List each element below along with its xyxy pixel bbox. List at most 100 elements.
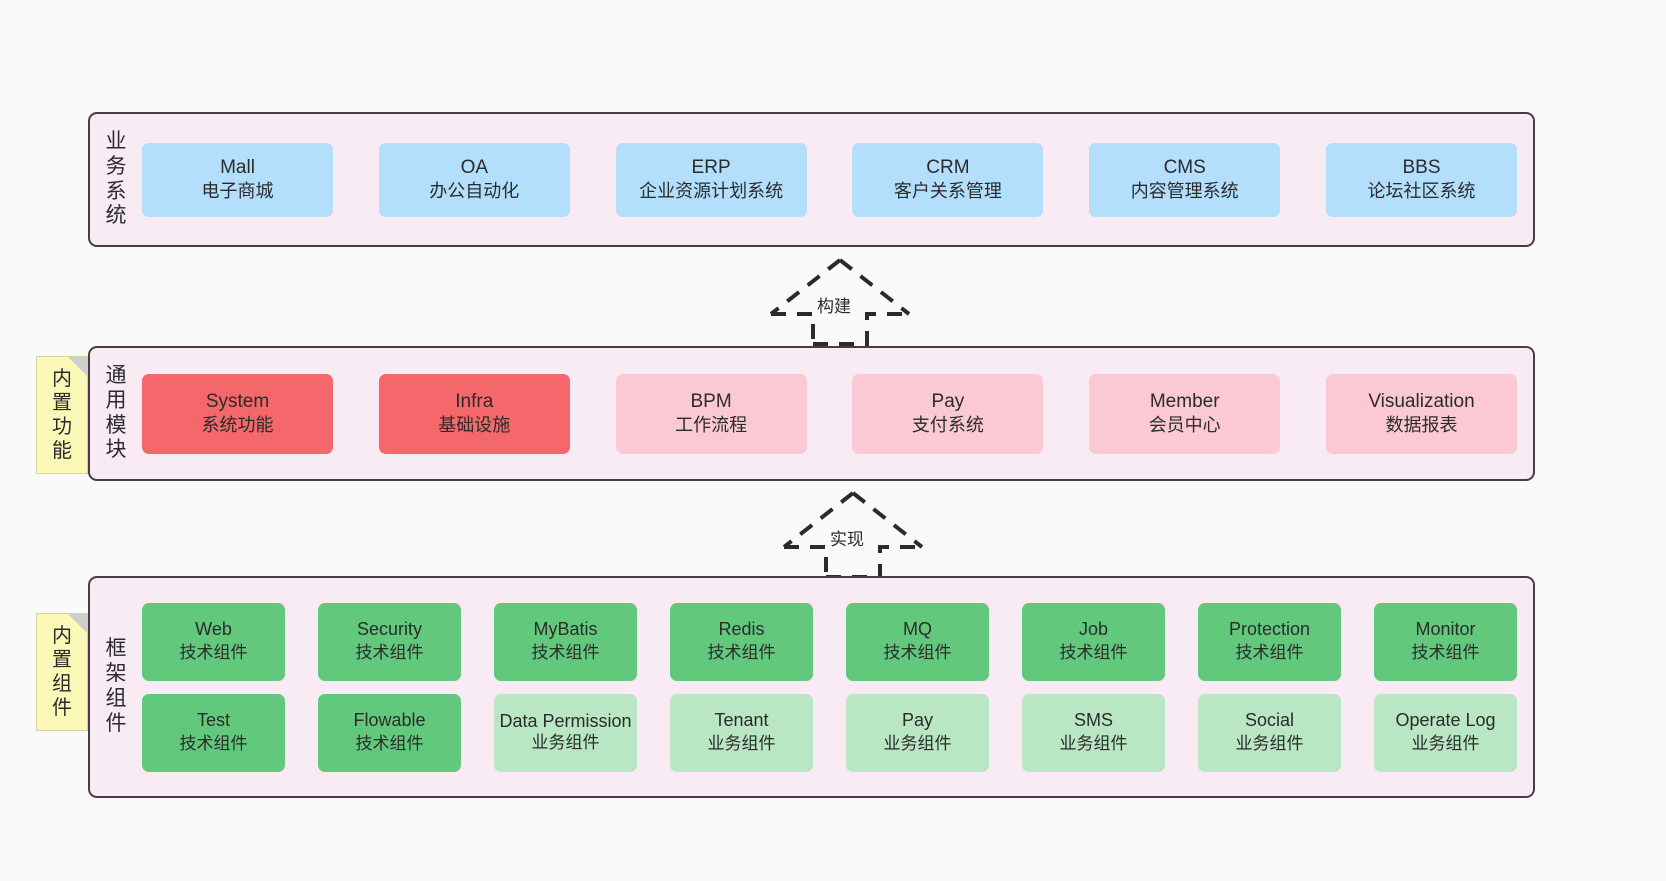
- node-title: Test: [196, 710, 230, 731]
- node-subtitle: 业务组件: [707, 734, 776, 754]
- node-subtitle: 数据报表: [1385, 415, 1458, 436]
- node-subtitle: 技术组件: [1059, 643, 1128, 663]
- layer-label-char: 用: [105, 388, 127, 412]
- node-subtitle: 技术组件: [531, 643, 600, 663]
- connector-implement-label: 实现: [830, 530, 864, 549]
- node-member[interactable]: Member 会员中心: [1089, 373, 1281, 454]
- node-title: Data Permission: [499, 711, 632, 732]
- note-builtin-components: 内 置 组 件: [36, 613, 88, 731]
- framework-row-tech: Web 技术组件 Security 技术组件 MyBatis 技术组件 Redi…: [142, 602, 1517, 681]
- layer-label-char: 架: [105, 662, 127, 686]
- node-subtitle: 技术组件: [355, 734, 424, 754]
- node-subtitle: 支付系统: [911, 415, 984, 436]
- layer-business-label: 业 务 系 统: [90, 114, 138, 245]
- node-mq[interactable]: MQ 技术组件: [846, 602, 989, 681]
- node-system[interactable]: System 系统功能: [142, 373, 333, 454]
- note-fold-icon: [68, 614, 87, 633]
- node-security[interactable]: Security 技术组件: [318, 602, 461, 681]
- node-title: Pay: [901, 710, 934, 731]
- node-pay-component[interactable]: Pay 业务组件: [846, 693, 989, 772]
- node-title: Job: [1078, 619, 1109, 640]
- note-char: 能: [52, 440, 72, 462]
- connector-implement: 实现: [768, 487, 938, 579]
- note-char: 内: [52, 368, 72, 390]
- node-subtitle: 客户关系管理: [893, 181, 1002, 202]
- layer-framework-components: 框 架 组 件 Web 技术组件 Security 技术组件 MyBatis 技…: [88, 576, 1535, 798]
- node-social[interactable]: Social 业务组件: [1198, 693, 1341, 772]
- node-subtitle: 技术组件: [1235, 643, 1304, 663]
- layer-label-char: 统: [105, 204, 127, 228]
- node-title: Tenant: [714, 710, 769, 731]
- node-pay-module[interactable]: Pay 支付系统: [852, 373, 1044, 454]
- node-title: System: [205, 391, 270, 413]
- node-monitor[interactable]: Monitor 技术组件: [1374, 602, 1517, 681]
- note-char: 件: [52, 697, 72, 719]
- node-visualization[interactable]: Visualization 数据报表: [1325, 373, 1517, 454]
- node-subtitle: 技术组件: [707, 643, 776, 663]
- node-web[interactable]: Web 技术组件: [142, 602, 285, 681]
- node-mall[interactable]: Mall 电子商城: [142, 142, 333, 217]
- framework-row-business: Test 技术组件 Flowable 技术组件 Data Permission …: [142, 693, 1517, 772]
- node-subtitle: 系统功能: [201, 415, 274, 436]
- node-oa[interactable]: OA 办公自动化: [378, 142, 570, 217]
- layer-label-char: 务: [105, 154, 127, 178]
- note-fold-icon: [68, 357, 87, 376]
- layer-modules-label: 通 用 模 块: [90, 348, 138, 479]
- node-subtitle: 业务组件: [883, 734, 952, 754]
- node-title: Social: [1244, 710, 1295, 731]
- node-subtitle: 业务组件: [1411, 734, 1480, 754]
- node-subtitle: 技术组件: [1411, 643, 1480, 663]
- node-subtitle: 基础设施: [438, 415, 511, 436]
- node-mybatis[interactable]: MyBatis 技术组件: [494, 602, 637, 681]
- node-subtitle: 论坛社区系统: [1367, 181, 1476, 202]
- note-char: 置: [52, 392, 72, 414]
- node-title: Flowable: [353, 710, 426, 731]
- node-erp[interactable]: ERP 企业资源计划系统: [615, 142, 807, 217]
- connector-build-label: 构建: [817, 297, 851, 316]
- node-title: CMS: [1163, 157, 1206, 179]
- node-title: Redis: [718, 619, 765, 640]
- node-sms[interactable]: SMS 业务组件: [1022, 693, 1165, 772]
- layer-common-modules: 通 用 模 块 System 系统功能 Infra 基础设施 BPM 工作流程 …: [88, 346, 1535, 481]
- note-builtin-functions: 内 置 功 能: [36, 356, 88, 474]
- layer-business-systems: 业 务 系 统 Mall 电子商城 OA 办公自动化 ERP 企业资源计划系统 …: [88, 112, 1535, 247]
- node-subtitle: 业务组件: [1235, 734, 1304, 754]
- node-subtitle: 业务组件: [1059, 734, 1128, 754]
- node-tenant[interactable]: Tenant 业务组件: [670, 693, 813, 772]
- node-subtitle: 技术组件: [179, 734, 248, 754]
- node-subtitle: 技术组件: [355, 643, 424, 663]
- node-data-permission[interactable]: Data Permission 业务组件: [494, 693, 637, 772]
- node-job[interactable]: Job 技术组件: [1022, 602, 1165, 681]
- node-title: OA: [460, 157, 489, 179]
- node-title: BBS: [1402, 157, 1441, 179]
- node-subtitle: 电子商城: [201, 181, 274, 202]
- node-bpm[interactable]: BPM 工作流程: [615, 373, 807, 454]
- node-redis[interactable]: Redis 技术组件: [670, 602, 813, 681]
- node-title: ERP: [691, 157, 731, 179]
- node-crm[interactable]: CRM 客户关系管理: [852, 142, 1044, 217]
- node-flowable[interactable]: Flowable 技术组件: [318, 693, 461, 772]
- node-protection[interactable]: Protection 技术组件: [1198, 602, 1341, 681]
- node-cms[interactable]: CMS 内容管理系统: [1089, 142, 1281, 217]
- node-title: MQ: [903, 619, 932, 640]
- layer-label-char: 件: [105, 711, 127, 735]
- node-infra[interactable]: Infra 基础设施: [378, 373, 570, 454]
- node-title: CRM: [926, 157, 970, 179]
- node-title: Protection: [1228, 619, 1311, 640]
- layer-label-char: 通: [105, 363, 127, 387]
- node-bbs[interactable]: BBS 论坛社区系统: [1325, 142, 1517, 217]
- node-title: Web: [195, 619, 232, 640]
- node-title: Mall: [220, 157, 255, 179]
- node-subtitle: 技术组件: [883, 643, 952, 663]
- node-title: MyBatis: [533, 619, 598, 640]
- layer-label-char: 块: [105, 438, 127, 462]
- common-module-boxes: System 系统功能 Infra 基础设施 BPM 工作流程 Pay 支付系统…: [138, 348, 1533, 479]
- note-char: 功: [52, 416, 72, 438]
- business-system-boxes: Mall 电子商城 OA 办公自动化 ERP 企业资源计划系统 CRM 客户关系…: [138, 114, 1533, 245]
- note-char: 置: [52, 649, 72, 671]
- node-operate-log[interactable]: Operate Log 业务组件: [1374, 693, 1517, 772]
- layer-label-char: 模: [105, 413, 127, 437]
- node-test[interactable]: Test 技术组件: [142, 693, 285, 772]
- connector-build: 构建: [755, 254, 925, 346]
